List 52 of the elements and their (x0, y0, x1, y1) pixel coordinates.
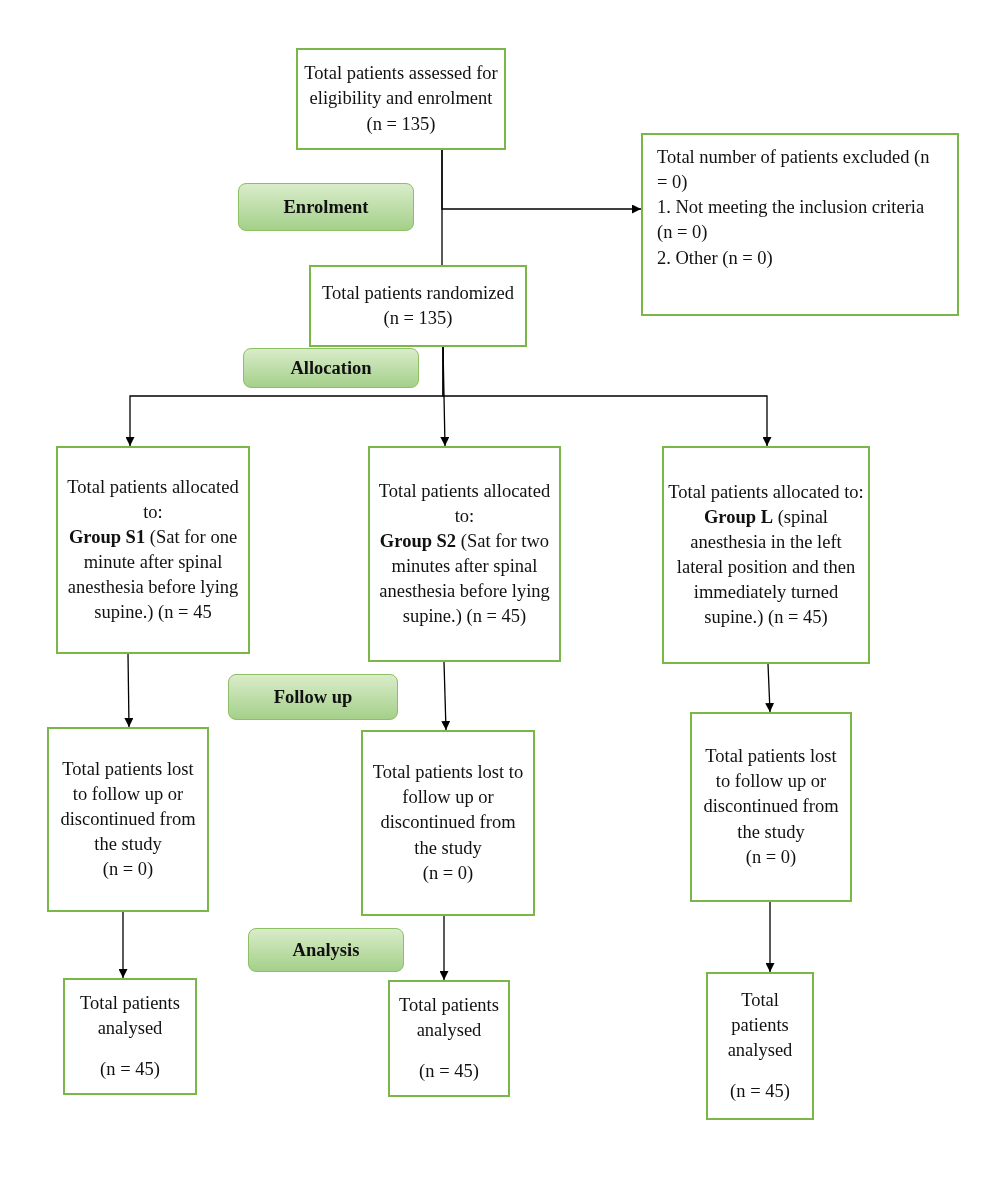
stage-label (248, 928, 404, 972)
stage-label-text: Allocation (289, 357, 373, 379)
process-box (47, 727, 209, 912)
box-text: Total patients analysed (79, 991, 181, 1040)
box-text: Total patients lost to follow up or discontinued from the study (59, 757, 197, 857)
box-text: (n = 0) (744, 845, 798, 869)
box-text: Total patients allocated to: (66, 475, 240, 524)
process-box (296, 48, 506, 150)
process-box (309, 265, 527, 347)
stage-label-text: Analysis (291, 939, 361, 961)
box-text: Total patients assessed for eligibility and enrolment (303, 62, 499, 111)
box-text: Total number of patients excluded (n = 0) (657, 146, 931, 195)
box-text: (n = 45) (418, 1060, 480, 1084)
box-text: Total patients analysed (726, 988, 794, 1062)
box-text: Group S2 (Sat for two minutes after spinal anesthesia before lying supine.) (n = 45) (378, 529, 551, 629)
arrow (118, 911, 128, 979)
box-text: (n = 45) (729, 1080, 791, 1104)
box-text: 2. Other (n = 0) (657, 246, 774, 270)
process-box (63, 978, 197, 1095)
arrow (442, 346, 772, 447)
process-box (388, 980, 510, 1097)
arrow (765, 901, 775, 973)
box-text: Total patients allocated to: (377, 479, 552, 528)
box-text: Total patients randomized (321, 281, 515, 305)
stage-label-text: Enrolment (282, 196, 370, 218)
process-box (56, 446, 250, 654)
box-text: Total patients lost to follow up or discontinued from the study (702, 745, 840, 844)
box-text: (n = 135) (382, 307, 454, 330)
arrow (441, 661, 451, 731)
connector-line (441, 149, 443, 266)
process-box (690, 712, 852, 902)
process-box (368, 446, 561, 662)
stage-label (228, 674, 398, 720)
stage-label (243, 348, 419, 388)
arrow (439, 915, 449, 981)
box-text: (n = 45) (99, 1058, 161, 1082)
process-box (706, 972, 814, 1120)
arrow (124, 653, 134, 728)
box-text: (n = 0) (421, 861, 475, 885)
box-text: Total patients lost to follow up or discontinued from the study (371, 761, 525, 860)
process-box (361, 730, 535, 916)
process-box (662, 446, 870, 664)
exclusion-box (641, 133, 959, 316)
box-text: 1. Not meeting the inclusion criteria (n = 0) (657, 196, 926, 245)
box-text: Total patients analysed (398, 993, 500, 1042)
box-text: Total patients allocated to: Group L (spinal anesthesia in the left lateral position and then immediately turned supine.) (n = 45) (668, 480, 864, 630)
box-text: (n = 135) (365, 112, 437, 136)
box-text: Group S1 (Sat for one minute after spinal anesthesia before lying supine.) (n = 45 (66, 525, 240, 625)
arrow (765, 663, 775, 713)
box-text: (n = 0) (101, 858, 155, 882)
stage-label-text: Follow up (272, 686, 354, 708)
stage-label (238, 183, 414, 231)
